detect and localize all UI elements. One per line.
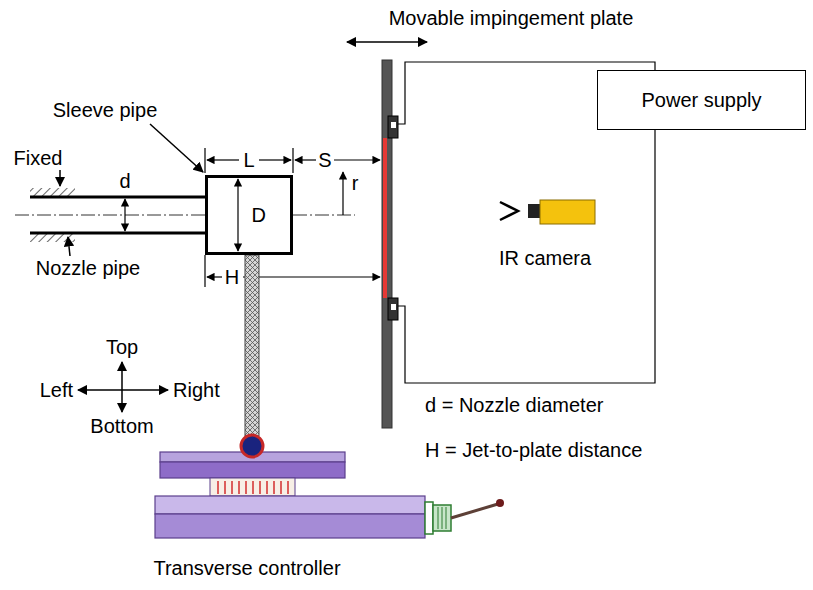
impingement-plate-part bbox=[388, 298, 398, 320]
dimension-lines-part bbox=[334, 159, 380, 160]
direction-label: Bottom bbox=[90, 414, 153, 438]
transverse-controller-part bbox=[433, 505, 451, 531]
nozzle-pipe-part bbox=[30, 197, 205, 233]
dimension-lines-part bbox=[347, 41, 427, 43]
leader-lines-part bbox=[59, 170, 61, 186]
dimension-lines-part bbox=[295, 159, 316, 160]
direction-arrows-part bbox=[121, 362, 123, 412]
support-rod bbox=[245, 255, 259, 436]
power-supply-box: Power supply bbox=[597, 70, 806, 130]
wires bbox=[398, 62, 655, 383]
dimension-lines-part bbox=[237, 179, 238, 251]
dimension-lines-part bbox=[204, 255, 205, 287]
part-label: Sleeve pipe bbox=[53, 98, 158, 122]
wires-part bbox=[398, 62, 655, 124]
wires-part bbox=[398, 130, 655, 383]
direction-label: Left bbox=[40, 378, 73, 402]
transverse-controller-part bbox=[160, 462, 345, 478]
ir-camera-icon bbox=[500, 200, 595, 224]
leader-lines-part bbox=[150, 124, 203, 172]
node-text: D bbox=[252, 203, 266, 227]
direction-arrows-part bbox=[78, 389, 168, 391]
transverse-controller-part bbox=[218, 481, 288, 494]
nozzle-pipe bbox=[30, 188, 205, 242]
impingement-plate bbox=[382, 60, 398, 428]
direction-label: Top bbox=[106, 335, 138, 359]
dimension-lines-part bbox=[342, 172, 343, 215]
part-label: Nozzle pipe bbox=[36, 256, 141, 280]
impingement-plate-part bbox=[391, 304, 396, 310]
node-text: Power supply bbox=[641, 88, 761, 112]
center-line-part bbox=[15, 215, 355, 216]
part-label: Transverse controller bbox=[153, 556, 340, 580]
dimension-label: H bbox=[225, 265, 239, 289]
impingement-plate-part bbox=[383, 138, 387, 298]
part-label: Fixed bbox=[14, 146, 63, 170]
direction-arrows bbox=[78, 362, 168, 412]
dimension-lines-part bbox=[207, 159, 239, 160]
part-label: IR camera bbox=[499, 246, 591, 270]
ir-camera-icon-part bbox=[540, 200, 595, 224]
center-line bbox=[15, 215, 355, 216]
note-text: d = Nozzle diameter bbox=[425, 393, 603, 417]
ir-camera-icon-part bbox=[500, 202, 518, 220]
leader-lines bbox=[60, 124, 203, 256]
transverse-controller-part bbox=[155, 496, 425, 514]
note-text: H = Jet-to-plate distance bbox=[425, 438, 642, 462]
support-rod-part bbox=[245, 255, 259, 436]
impingement-plate-part bbox=[391, 122, 396, 128]
dimension-label: r bbox=[352, 171, 359, 195]
impingement-plate-part bbox=[382, 60, 392, 428]
ir-camera-icon-part bbox=[528, 204, 540, 218]
direction-label: Right bbox=[173, 378, 220, 402]
transverse-controller-part bbox=[438, 507, 446, 529]
transverse-controller-part bbox=[425, 502, 433, 534]
dimension-label: L bbox=[243, 148, 254, 172]
impingement-plate-part bbox=[388, 116, 398, 138]
dimension-lines-part bbox=[205, 148, 293, 173]
sleeve-pipe-box: D bbox=[205, 175, 293, 255]
transverse-controller-part bbox=[496, 499, 504, 507]
leader-lines-part bbox=[68, 237, 70, 256]
dimension-lines-part bbox=[207, 276, 222, 277]
transverse-controller-part bbox=[210, 478, 295, 496]
dimension-lines-part bbox=[124, 199, 125, 231]
dimension-label: S bbox=[318, 148, 331, 172]
transverse-controller-part bbox=[155, 514, 425, 538]
dimension-lines-part bbox=[259, 159, 291, 160]
transverse-controller-part bbox=[451, 504, 498, 518]
dimension-label: d bbox=[119, 169, 130, 193]
plate-label: Movable impingement plate bbox=[389, 6, 634, 30]
dimension-lines-part bbox=[243, 276, 380, 277]
transverse-controller-part bbox=[241, 435, 263, 457]
